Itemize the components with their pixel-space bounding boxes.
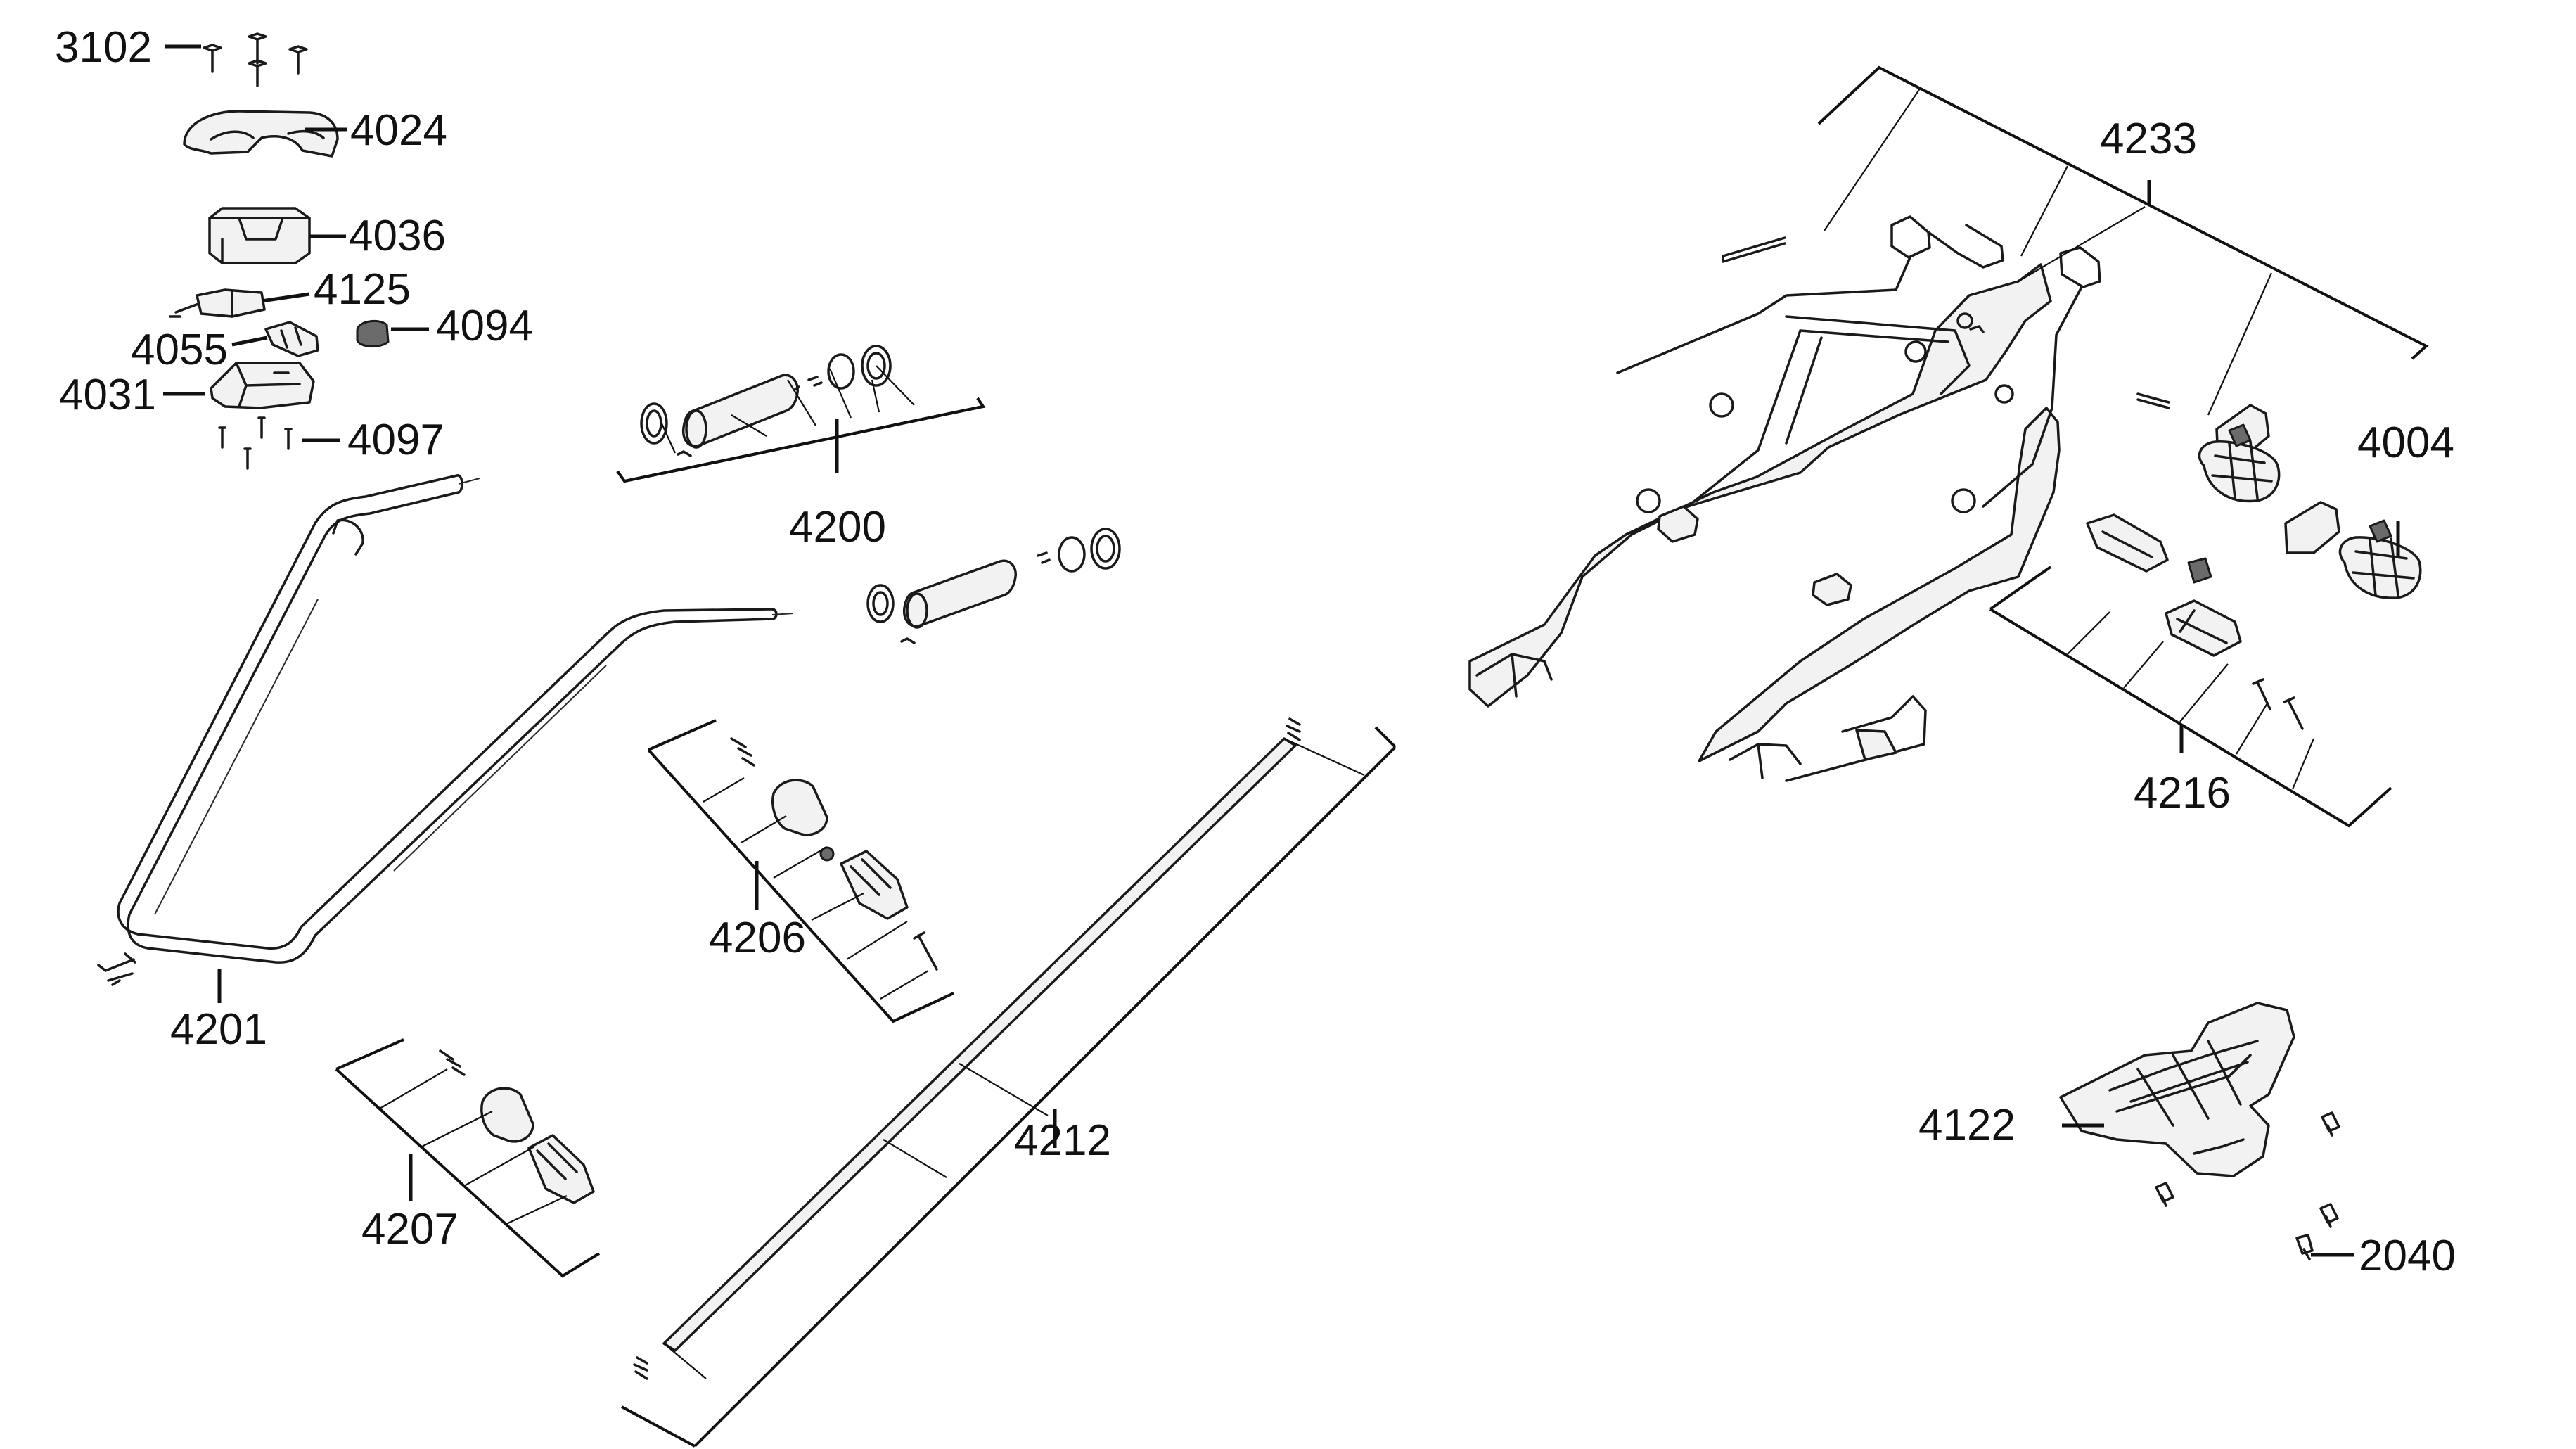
part-4031-base [210,362,315,409]
part-4206-latch [730,737,938,971]
part-4233-frame [1468,215,2101,782]
label-4094: 4094 [436,302,533,350]
label-4031: 4031 [59,371,156,419]
part-4122-plate [2059,1002,2340,1260]
part-3102-screws [203,32,308,87]
part-4212-rod [633,717,1301,1380]
part-4036-housing [208,207,311,264]
bracket-4206 [647,719,954,1023]
label-4206: 4206 [709,914,806,962]
label-3102: 3102 [55,23,152,72]
label-4024: 4024 [350,106,447,155]
bracket-4207 [335,1038,601,1278]
label-4212: 4212 [1014,1116,1111,1165]
label-4207: 4207 [361,1205,459,1253]
label-2040: 2040 [2359,1232,2456,1280]
part-4125-switch [169,288,266,318]
label-4055: 4055 [131,326,228,374]
label-4233: 4233 [2100,115,2197,163]
leaders [163,44,2400,1257]
label-4097: 4097 [347,416,444,464]
part-4055-bracket [264,321,319,357]
bracket-4233 [1817,65,2429,416]
label-4122: 4122 [1918,1101,2016,1149]
part-4004-knobs [2136,392,2422,599]
part-4094-clip [356,319,390,347]
part-4207-latch [439,1049,595,1204]
part-4216-clamp [2086,513,2304,730]
part-4200-grips [640,345,1121,644]
label-4201: 4201 [170,1005,267,1054]
label-4036: 4036 [349,212,446,260]
part-4097-screws [218,416,293,470]
label-4004: 4004 [2357,419,2454,467]
bracket-4200 [616,365,986,483]
label-4216: 4216 [2134,769,2231,817]
bracket-4212 [621,726,1397,1448]
label-4125: 4125 [314,265,411,314]
bracket-4216 [1989,566,2392,828]
label-4200: 4200 [789,503,886,551]
part-4024-cover [183,110,339,158]
part-4201-handlebar [97,474,794,986]
